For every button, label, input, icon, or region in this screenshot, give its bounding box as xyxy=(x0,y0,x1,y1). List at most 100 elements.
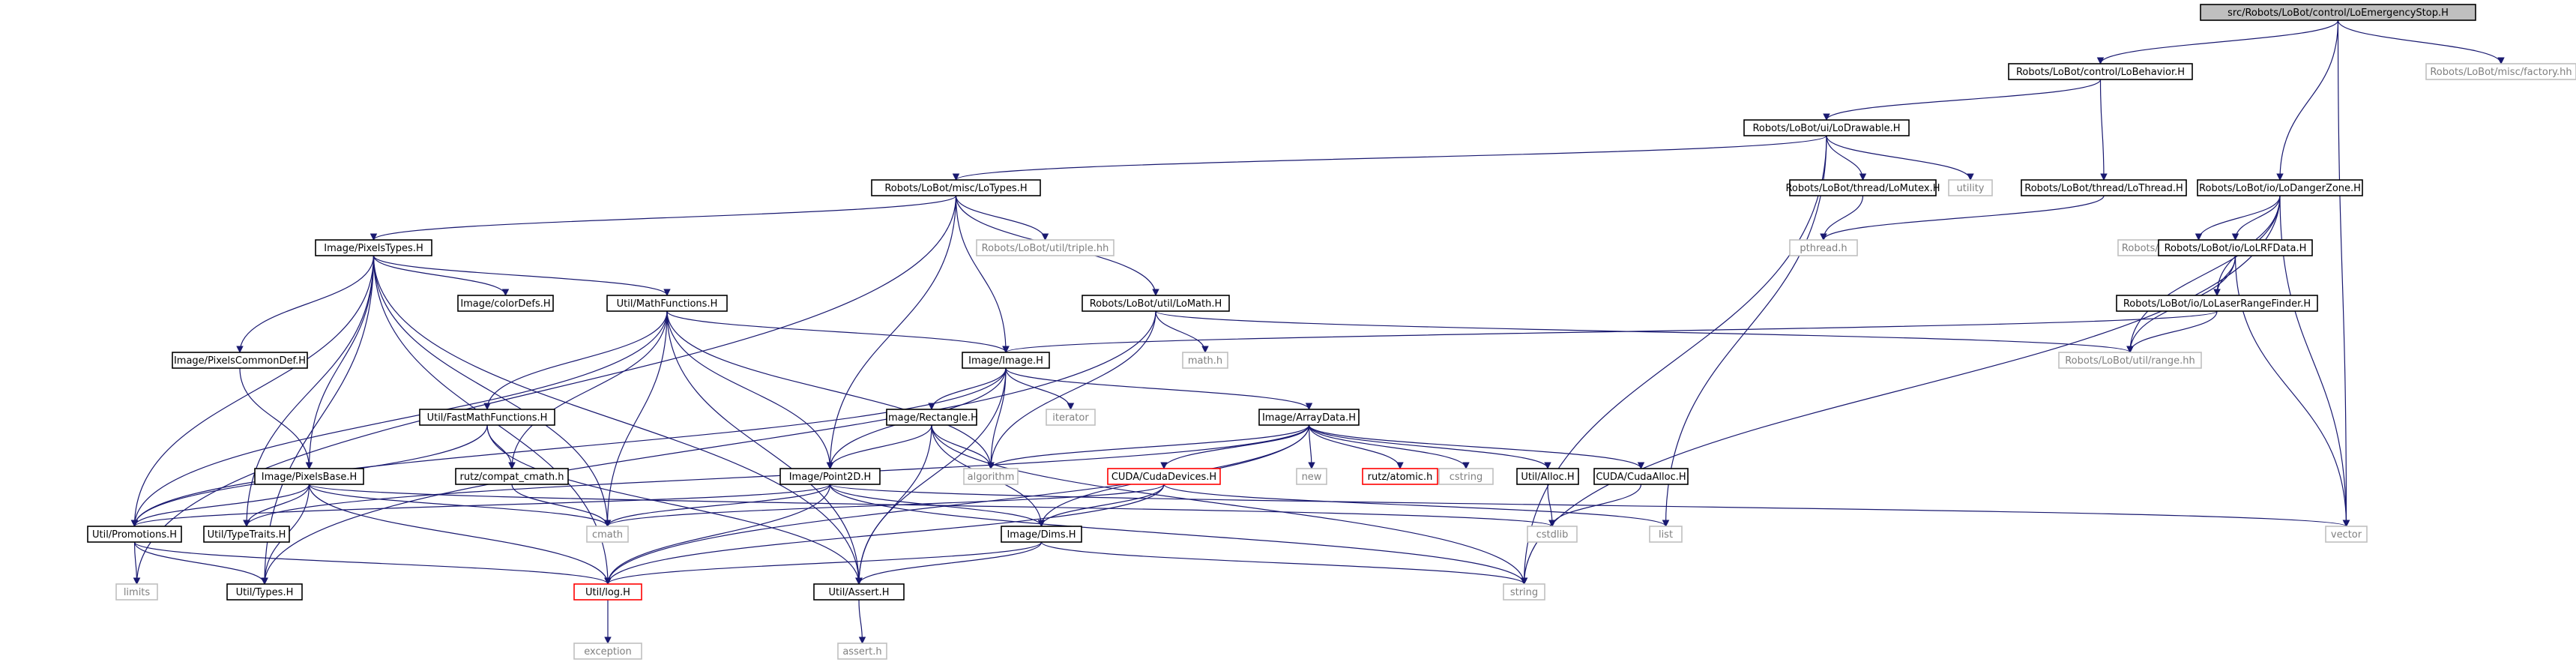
node-pixelstypes[interactable]: Image/PixelsTypes.H xyxy=(315,239,432,256)
node-typetraits-box xyxy=(203,526,290,543)
node-atomic[interactable]: rutz/atomic.h xyxy=(1362,468,1438,485)
edge-lotypes-to-pixelstypes xyxy=(369,195,957,241)
edge-drawable-to-lomutex xyxy=(1826,135,1867,181)
edge-mathfunctions-to-compatcmath xyxy=(508,310,668,469)
node-newh: new xyxy=(1296,468,1327,485)
node-root-box xyxy=(2200,4,2476,21)
node-triple-label: Robots/LoBot/util/triple.hh xyxy=(982,243,1109,254)
edge-point2d-to-dims xyxy=(829,484,1046,527)
node-cstdlib-box xyxy=(1527,526,1578,543)
edge-pixelstypes-to-mathfunctions xyxy=(372,255,671,296)
node-cstdlib-label: cstdlib xyxy=(1536,529,1569,541)
edge-promotions-to-log xyxy=(133,541,612,585)
node-cstdlib: cstdlib xyxy=(1527,526,1578,543)
node-pixelsbase[interactable]: Image/PixelsBase.H xyxy=(254,468,364,485)
node-drawable-box xyxy=(1743,119,1910,136)
edge-dangerzone-to-singleton xyxy=(2195,195,2281,241)
node-algorithm-box xyxy=(963,468,1019,485)
node-arraydata-box xyxy=(1258,409,1360,426)
node-pixelsbase-label: Image/PixelsBase.H xyxy=(262,472,358,483)
node-utility-label: utility xyxy=(1957,183,1985,194)
node-rectangle[interactable]: Image/Rectangle.H xyxy=(885,409,978,426)
node-pixelstypes-box xyxy=(315,239,432,256)
edge-arraydata-to-algorithm xyxy=(987,424,1310,469)
node-asserth: assert.h xyxy=(837,643,887,660)
node-rectangle-label: Image/Rectangle.H xyxy=(885,412,978,424)
node-utility-box xyxy=(1948,179,1993,196)
edge-mathfunctions-to-assert xyxy=(666,310,863,585)
node-rectangle-box xyxy=(886,409,977,426)
node-drawable[interactable]: Robots/LoBot/ui/LoDrawable.H xyxy=(1743,119,1910,136)
edge-image-to-iterator xyxy=(1005,367,1075,410)
node-typetraits-label: Util/TypeTraits.H xyxy=(208,529,286,541)
node-cstring: cstring xyxy=(1438,468,1494,485)
edge-lomath-to-types xyxy=(261,310,1156,585)
edge-dangerzone-to-lrfdata xyxy=(2231,195,2281,241)
node-image[interactable]: Image/Image.H xyxy=(962,352,1050,369)
edge-laser-to-image xyxy=(1002,310,2218,353)
node-alloc[interactable]: Util/Alloc.H xyxy=(1516,468,1579,485)
node-triple-box xyxy=(976,239,1114,256)
node-compatcmath-label: rutz/compat_cmath.h xyxy=(460,472,564,483)
node-lrfdata[interactable]: Robots/LoBot/io/LoLRFData.H xyxy=(2158,239,2313,256)
node-mathh-label: math.h xyxy=(1188,355,1222,367)
node-dims[interactable]: Image/Dims.H xyxy=(1001,526,1082,543)
edge-lothread-to-pthread xyxy=(1820,195,2105,241)
node-factory: Robots/LoBot/misc/factory.hh xyxy=(2425,63,2576,80)
node-cudadevices-label: CUDA/CudaDevices.H xyxy=(1111,472,1216,483)
edge-fastmath-to-compatcmath xyxy=(486,424,516,469)
node-exception-label: exception xyxy=(584,646,632,658)
node-mathfunctions[interactable]: Util/MathFunctions.H xyxy=(606,295,728,312)
node-atomic-box xyxy=(1362,468,1438,485)
node-limits-box xyxy=(115,583,158,601)
node-fastmath[interactable]: Util/FastMathFunctions.H xyxy=(419,409,555,426)
node-promotions[interactable]: Util/Promotions.H xyxy=(87,526,182,543)
edge-promotions-to-limits xyxy=(133,541,141,585)
edge-pixelsbase-to-cstdlib xyxy=(308,484,1556,527)
file-nodes: src/Robots/LoBot/control/LoEmergencyStop… xyxy=(87,4,2576,660)
node-log-box xyxy=(573,583,642,601)
node-compatcmath[interactable]: rutz/compat_cmath.h xyxy=(455,468,569,485)
node-lomath[interactable]: Robots/LoBot/util/LoMath.H xyxy=(1082,295,1230,312)
node-typetraits[interactable]: Util/TypeTraits.H xyxy=(203,526,290,543)
node-alloc-box xyxy=(1516,468,1579,485)
edge-dims-to-log xyxy=(604,541,1043,585)
node-string-box xyxy=(1503,583,1545,601)
node-root[interactable]: src/Robots/LoBot/control/LoEmergencyStop… xyxy=(2200,4,2476,21)
node-types[interactable]: Util/Types.H xyxy=(226,583,303,601)
edge-cudadevices-to-list xyxy=(1163,484,1670,527)
edge-drawable-to-list xyxy=(1662,135,1827,527)
dependency-edges xyxy=(130,19,2505,644)
node-dangerzone-box xyxy=(2197,179,2363,196)
node-laser[interactable]: Robots/LoBot/io/LoLaserRangeFinder.H xyxy=(2116,295,2318,312)
node-types-label: Util/Types.H xyxy=(236,587,294,598)
node-dangerzone[interactable]: Robots/LoBot/io/LoDangerZone.H xyxy=(2197,179,2363,196)
node-behavior[interactable]: Robots/LoBot/control/LoBehavior.H xyxy=(2008,63,2193,80)
node-vector-label: vector xyxy=(2331,529,2362,541)
edge-pixelstypes-to-types xyxy=(261,255,375,585)
edge-pixelstypes-to-typetraits xyxy=(243,255,375,527)
node-iterator: iterator xyxy=(1046,409,1096,426)
node-assert[interactable]: Util/Assert.H xyxy=(813,583,905,601)
edge-arraydata-to-alloc xyxy=(1308,424,1551,469)
node-colordefs[interactable]: Image/colorDefs.H xyxy=(457,295,554,312)
node-string: string xyxy=(1503,583,1545,601)
node-log[interactable]: Util/log.H xyxy=(573,583,642,601)
node-arraydata[interactable]: Image/ArrayData.H xyxy=(1258,409,1360,426)
node-pixelscommondef-label: Image/PixelsCommonDef.H xyxy=(174,355,306,367)
node-range-box xyxy=(2058,352,2202,369)
node-point2d-label: Image/Point2D.H xyxy=(789,472,872,483)
node-lotypes[interactable]: Robots/LoBot/misc/LoTypes.H xyxy=(871,179,1041,196)
node-lothread[interactable]: Robots/LoBot/thread/LoThread.H xyxy=(2021,179,2187,196)
node-cudaalloc[interactable]: CUDA/CudaAlloc.H xyxy=(1593,468,1689,485)
node-utility: utility xyxy=(1948,179,1993,196)
node-assert-label: Util/Assert.H xyxy=(828,587,889,598)
node-cudadevices[interactable]: CUDA/CudaDevices.H xyxy=(1107,468,1221,485)
node-colordefs-label: Image/colorDefs.H xyxy=(460,298,550,310)
edge-point2d-to-log xyxy=(604,484,831,585)
node-lomutex[interactable]: Robots/LoBot/thread/LoMutex.H xyxy=(1785,179,1940,196)
node-algorithm-label: algorithm xyxy=(968,472,1015,483)
node-point2d[interactable]: Image/Point2D.H xyxy=(779,468,881,485)
node-exception: exception xyxy=(573,643,642,660)
node-pixelscommondef[interactable]: Image/PixelsCommonDef.H xyxy=(172,352,308,369)
